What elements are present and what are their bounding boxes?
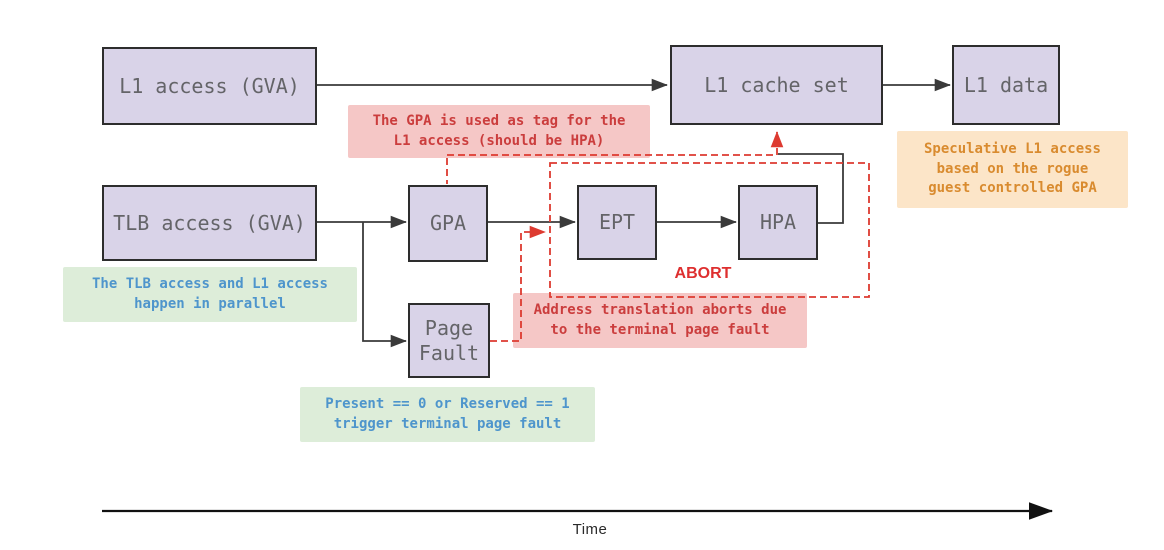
edge-hpa-to-l1cacheset [778,153,844,224]
annotation-gpa-tag: The GPA is used as tag for the L1 access… [348,105,650,158]
node-page-fault: Page Fault [408,303,490,378]
node-l1-cache-set: L1 cache set [670,45,883,125]
annotation-page-fault-trigger: Present == 0 or Reserved == 1 trigger te… [300,387,595,442]
abort-label: ABORT [674,265,732,282]
node-l1-access: L1 access (GVA) [102,47,317,125]
annotation-abort-reason: Address translation aborts due to the te… [513,293,807,348]
dashed-abort-region [549,162,870,298]
node-hpa: HPA [738,185,818,260]
annotation-parallel-access: The TLB access and L1 access happen in p… [63,267,357,322]
dashed-pagefault-abort-path [490,225,546,342]
node-l1-data: L1 data [952,45,1060,125]
annotation-speculative-access: Speculative L1 access based on the rogue… [897,131,1128,208]
node-tlb-access: TLB access (GVA) [102,185,317,261]
edge-tlb-to-pagefault [362,222,407,348]
node-ept: EPT [577,185,657,260]
time-axis-label: Time [572,521,608,538]
node-gpa: GPA [408,185,488,262]
